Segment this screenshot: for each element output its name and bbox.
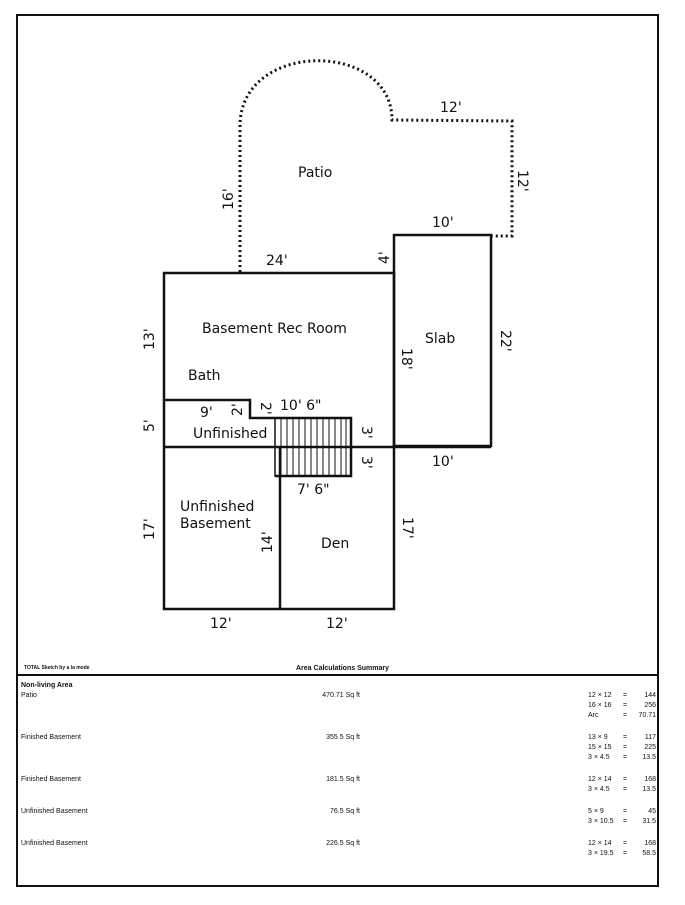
room-label-slab: Slab	[425, 331, 455, 347]
calc-result: 58.5	[642, 850, 656, 857]
area-calcs: 12 × 14=168 3 × 19.5=58.5	[588, 840, 656, 857]
calc-expr: 5 × 9	[588, 808, 604, 815]
calc-result: 256	[644, 702, 656, 709]
area-name: Finished Basement	[21, 776, 81, 783]
dim-bath-2b: 2'	[257, 402, 273, 415]
area-value: 470.71 Sq ft	[322, 692, 360, 699]
calc-expr: 3 × 4.5	[588, 754, 610, 761]
calc-expr: 3 × 4.5	[588, 786, 610, 793]
stair-outline	[274, 417, 352, 477]
calc-result: 31.5	[642, 818, 656, 825]
room-label-unfinished-basement-1: Unfinished	[180, 499, 254, 515]
area-name: Unfinished Basement	[21, 808, 88, 815]
dim-bath-2a: 2'	[230, 403, 246, 416]
area-value: 181.5 Sq ft	[326, 776, 360, 783]
dim-bottom-12b: 12'	[326, 616, 348, 632]
area-value: 226.5 Sq ft	[326, 840, 360, 847]
dim-stair-10-6: 10' 6"	[280, 398, 321, 414]
room-label-bath: Bath	[188, 368, 221, 384]
calc-result: 13.5	[642, 754, 656, 761]
room-label-patio: Patio	[298, 165, 332, 181]
area-calcs: 5 × 9=45 3 × 10.5=31.5	[588, 808, 656, 825]
area-calcs: 13 × 9=117 15 × 15=225 3 × 4.5=13.5	[588, 734, 656, 761]
page-frame	[16, 14, 659, 887]
calc-result: 13.5	[642, 786, 656, 793]
sketch-credit: TOTAL Sketch by a la mode	[24, 665, 90, 671]
summary-divider	[16, 674, 659, 676]
dim-mid-14: 14'	[260, 531, 276, 553]
dim-left-17: 17'	[142, 518, 158, 540]
calc-result: 225	[644, 744, 656, 751]
dim-bath-9: 9'	[200, 405, 213, 421]
area-name: Unfinished Basement	[21, 840, 88, 847]
summary-title: Area Calculations Summary	[296, 665, 389, 672]
calc-result: 70.71	[638, 712, 656, 719]
area-name: Patio	[21, 692, 37, 699]
dim-bottom-12a: 12'	[210, 616, 232, 632]
calc-expr: 12 × 14	[588, 776, 612, 783]
dim-patio-left: 16'	[221, 188, 237, 210]
dim-stair-3b: 3'	[358, 456, 374, 469]
room-label-rec-room: Basement Rec Room	[202, 321, 347, 337]
calc-result: 168	[644, 776, 656, 783]
patio-outline	[238, 59, 514, 272]
area-name: Finished Basement	[21, 734, 81, 741]
calc-expr: 12 × 12	[588, 692, 612, 699]
dim-stair-7-6: 7' 6"	[297, 482, 330, 498]
calc-expr: Arc	[588, 712, 599, 719]
calc-expr: 12 × 14	[588, 840, 612, 847]
dim-rec-left: 13'	[142, 328, 158, 350]
area-calcs: 12 × 12=144 16 × 16=256 Arc=70.71	[588, 692, 656, 719]
dim-right-17: 17'	[399, 517, 415, 539]
dim-rec-right-18: 18'	[398, 348, 414, 370]
dim-slab-right: 22'	[497, 330, 513, 352]
dim-slab-bottom: 10'	[432, 454, 454, 470]
stair-treads	[280, 418, 347, 476]
section-heading: Non-living Area	[21, 682, 73, 689]
dim-slab-top: 10'	[432, 215, 454, 231]
calc-result: 117	[644, 734, 656, 741]
dim-top-24: 24'	[266, 253, 288, 269]
area-calcs: 12 × 14=168 3 × 4.5=13.5	[588, 776, 656, 793]
calc-result: 144	[644, 692, 656, 699]
dim-small-4: 4'	[377, 251, 393, 264]
calc-expr: 13 × 9	[588, 734, 608, 741]
floor-plan-sketch: Patio Basement Rec Room Bath Slab Unfini…	[142, 59, 530, 632]
calc-expr: 16 × 16	[588, 702, 612, 709]
calc-expr: 3 × 19.5	[588, 850, 614, 857]
dim-left-5: 5'	[142, 419, 158, 432]
area-value: 76.5 Sq ft	[330, 808, 360, 815]
calc-expr: 3 × 10.5	[588, 818, 614, 825]
calc-expr: 15 × 15	[588, 744, 612, 751]
dim-patio-top: 12'	[440, 100, 462, 116]
room-label-unfinished-basement-2: Basement	[180, 516, 251, 532]
room-label-unfinished: Unfinished	[193, 426, 267, 442]
calc-result: 168	[644, 840, 656, 847]
calc-result: 45	[648, 808, 656, 815]
dim-stair-3a: 3'	[358, 426, 374, 439]
room-label-den: Den	[321, 536, 349, 552]
basement-outline	[162, 271, 396, 611]
dim-patio-right: 12'	[514, 170, 530, 192]
area-value: 355.5 Sq ft	[326, 734, 360, 741]
